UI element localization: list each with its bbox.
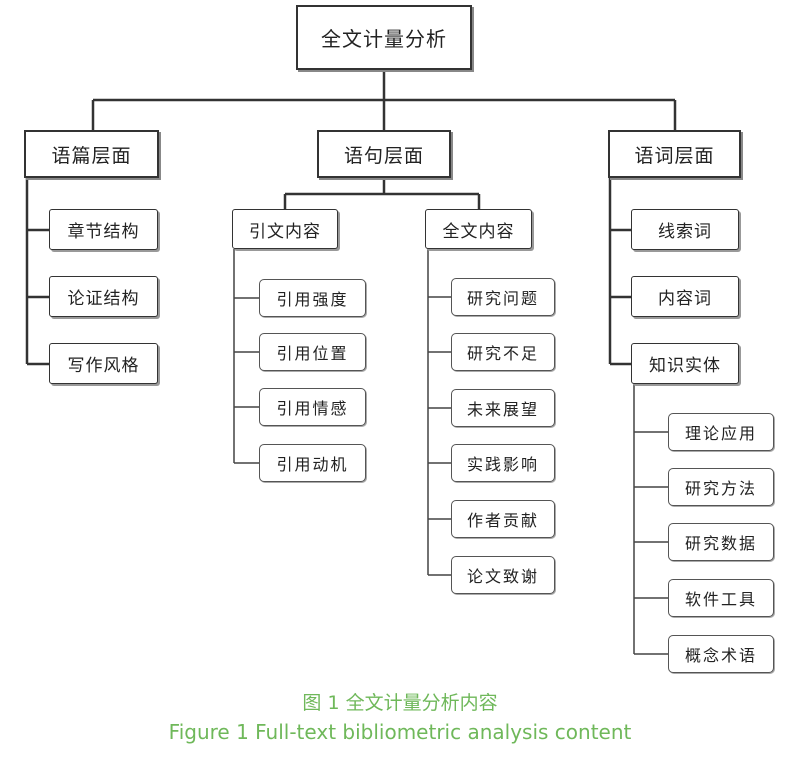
node-software-tools: 软件工具 (668, 579, 774, 617)
node-discourse-level: 语篇层面 (24, 130, 159, 178)
node-future-outlook: 未来展望 (451, 389, 555, 427)
caption-chinese: 图 1 全文计量分析内容 (302, 692, 498, 714)
node-research-question: 研究问题 (451, 278, 555, 316)
connector-root (91, 70, 677, 130)
connector-entity (633, 384, 668, 655)
node-chapter-structure: 章节结构 (49, 209, 158, 250)
connector-citation (233, 249, 259, 464)
node-research-limitation: 研究不足 (451, 333, 555, 371)
root-node: 全文计量分析 (296, 5, 472, 70)
node-research-data: 研究数据 (668, 523, 774, 561)
node-word-level: 语词层面 (608, 130, 741, 178)
node-argument-structure: 论证结构 (49, 276, 158, 317)
node-fulltext-content: 全文内容 (425, 209, 532, 249)
node-writing-style: 写作风格 (49, 343, 158, 384)
caption-english: Figure 1 Full-text bibliometric analysis… (168, 720, 632, 744)
connector-word (608, 178, 631, 366)
node-citation-strength: 引用强度 (259, 279, 366, 317)
connector-fulltext (427, 249, 451, 576)
node-sentence-level: 语句层面 (317, 130, 451, 178)
node-content-words: 内容词 (631, 276, 739, 317)
node-author-contribution: 作者贡献 (451, 500, 555, 538)
node-citation-position: 引用位置 (259, 333, 366, 371)
connector-discourse (25, 178, 49, 366)
node-citation-content: 引文内容 (232, 209, 338, 249)
node-research-method: 研究方法 (668, 468, 774, 506)
node-practical-impact: 实践影响 (451, 444, 555, 482)
node-theory-application: 理论应用 (668, 413, 774, 451)
node-citation-motivation: 引用动机 (259, 444, 366, 482)
node-citation-sentiment: 引用情感 (259, 388, 366, 426)
node-concept-terms: 概念术语 (668, 635, 774, 673)
node-acknowledgement: 论文致谢 (451, 556, 555, 594)
node-knowledge-entity: 知识实体 (631, 343, 739, 384)
node-cue-words: 线索词 (631, 209, 739, 250)
connector-sentence (283, 178, 481, 209)
